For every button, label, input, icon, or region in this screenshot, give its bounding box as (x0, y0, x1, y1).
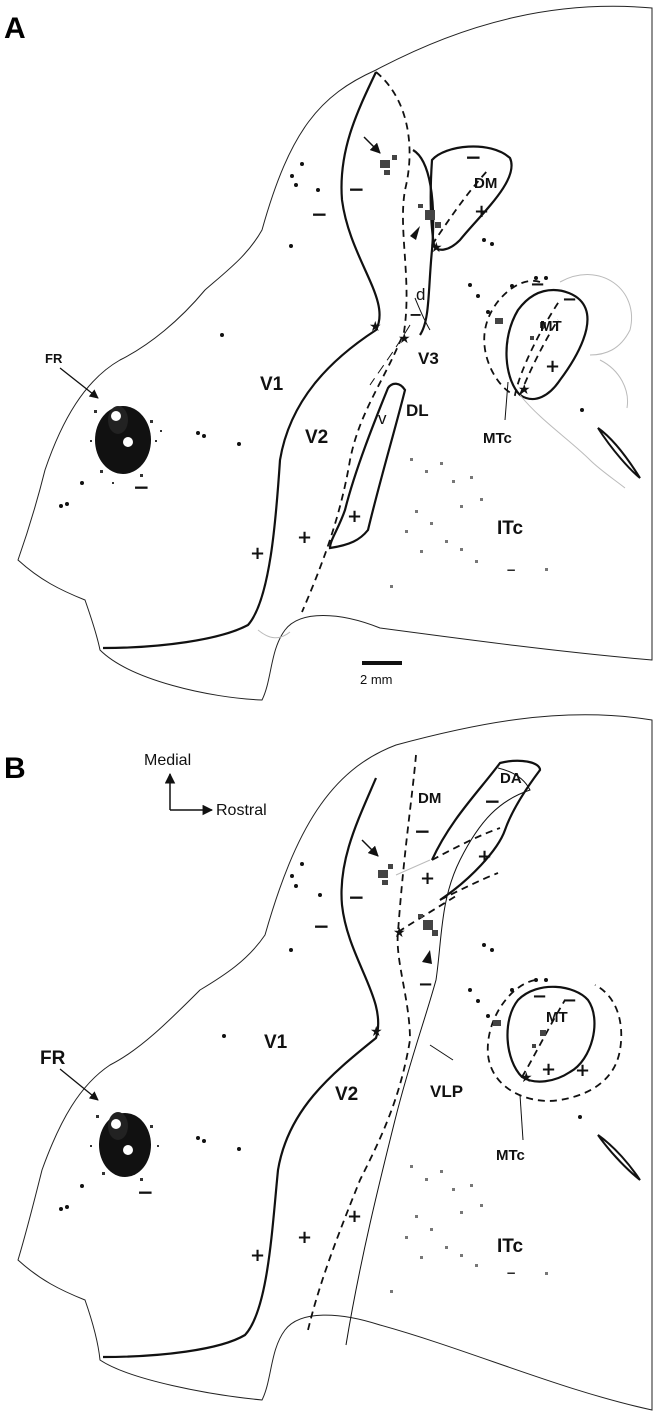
area-label-mt-b: MT (546, 1009, 568, 1026)
area-label-dm-b: DM (418, 790, 441, 807)
itc-scatter-b (390, 1165, 548, 1293)
v3-boundary-a (412, 149, 435, 336)
svg-text:−: − (530, 274, 545, 295)
area-label-fr-b: FR (40, 1048, 66, 1069)
vlp-boundary-b (345, 767, 531, 1346)
svg-text:+: + (575, 1060, 590, 1081)
area-label-mtc-a: MTc (483, 430, 512, 447)
area-label-v2-a: V2 (305, 427, 328, 448)
svg-text:+: + (297, 1227, 312, 1248)
svg-text:−: − (414, 819, 431, 843)
mt-boundary-b (506, 985, 596, 1083)
svg-text:★: ★ (430, 239, 443, 255)
dl-boundary-a (328, 382, 407, 550)
area-label-itc-b: ITc (497, 1236, 523, 1257)
orientation-indicator-b: Medial Rostral (144, 752, 267, 819)
svg-text:−: − (562, 990, 577, 1011)
label-clusters-a (380, 155, 546, 340)
svg-text:+: + (250, 1245, 265, 1266)
fr-injection-b (90, 1112, 159, 1181)
cortex-outline-a (17, 5, 653, 701)
marker-d-a: d (416, 285, 425, 304)
mtc-boundary-b (486, 979, 623, 1102)
area-label-da-b: DA (500, 770, 522, 787)
svg-text:+: + (297, 527, 312, 548)
svg-text:+: + (477, 846, 492, 867)
svg-text:+: + (347, 1206, 362, 1227)
v1-v2-border-b (102, 777, 380, 1359)
svg-text:−: − (506, 1266, 516, 1280)
v2-outer-border-a (301, 71, 411, 613)
scale-bar-label-a: 2 mm (360, 672, 393, 687)
orientation-rostral-label: Rostral (216, 802, 267, 819)
marker-v-a: v (378, 409, 387, 428)
svg-text:−: − (133, 475, 150, 499)
panel-a: A ★ ★ ★ ★ (4, 5, 653, 701)
dm-boundary-b (430, 759, 542, 901)
area-label-vlp-b: VLP (430, 1082, 463, 1101)
svg-text:+: + (347, 506, 362, 527)
svg-text:−: − (348, 885, 365, 909)
label-clusters-b (378, 864, 546, 1048)
svg-text:−: − (409, 305, 422, 324)
svg-text:−: − (484, 789, 501, 813)
svg-text:−: − (313, 914, 330, 938)
svg-text:+: + (250, 543, 265, 564)
svg-text:−: − (465, 145, 482, 169)
svg-text:−: − (562, 289, 577, 310)
dots-b (59, 862, 582, 1211)
v1-v2-border-a (102, 71, 381, 650)
svg-text:−: − (137, 1180, 154, 1204)
svg-text:+: + (541, 1059, 556, 1080)
area-label-v3-a: V3 (418, 349, 439, 368)
panel-label-a: A (4, 12, 26, 45)
area-label-itc-a: ITc (497, 518, 523, 539)
area-label-mtc-b: MTc (496, 1147, 525, 1164)
panel-b: B ★ ★ ★ Medial Rostral (4, 714, 653, 1411)
svg-text:+: + (545, 356, 560, 377)
svg-text:−: − (506, 563, 516, 577)
area-label-dl-a: DL (406, 401, 429, 420)
svg-text:★: ★ (520, 1069, 533, 1085)
svg-text:★: ★ (369, 318, 382, 334)
svg-text:+: + (474, 201, 489, 222)
area-label-mt-a: MT (540, 318, 562, 335)
sulcus-b (597, 1134, 641, 1181)
sulcus-a (597, 427, 641, 479)
area-label-v1-b: V1 (264, 1032, 288, 1053)
cortex-outline-b (17, 714, 653, 1411)
dots-a (59, 162, 584, 508)
svg-text:−: − (311, 202, 328, 226)
mtc-boundary-a (483, 279, 561, 397)
area-label-fr-a: FR (45, 351, 63, 366)
area-label-dm-a: DM (474, 175, 497, 192)
area-label-v2-b: V2 (335, 1084, 358, 1105)
area-label-v1-a: V1 (260, 374, 284, 395)
fr-injection-a (90, 406, 162, 484)
v2-outer-border-b (307, 754, 417, 1331)
itc-scatter-a (390, 458, 548, 588)
svg-text:★: ★ (393, 924, 406, 940)
svg-text:−: − (418, 974, 433, 995)
svg-text:★: ★ (518, 381, 531, 397)
svg-text:−: − (348, 177, 365, 201)
svg-text:+: + (420, 868, 435, 889)
svg-text:★: ★ (398, 330, 411, 346)
svg-text:★: ★ (370, 1023, 383, 1039)
orientation-medial-label: Medial (144, 752, 191, 769)
panel-label-b: B (4, 752, 26, 785)
svg-text:−: − (532, 986, 547, 1007)
mt-boundary-a (505, 288, 589, 401)
